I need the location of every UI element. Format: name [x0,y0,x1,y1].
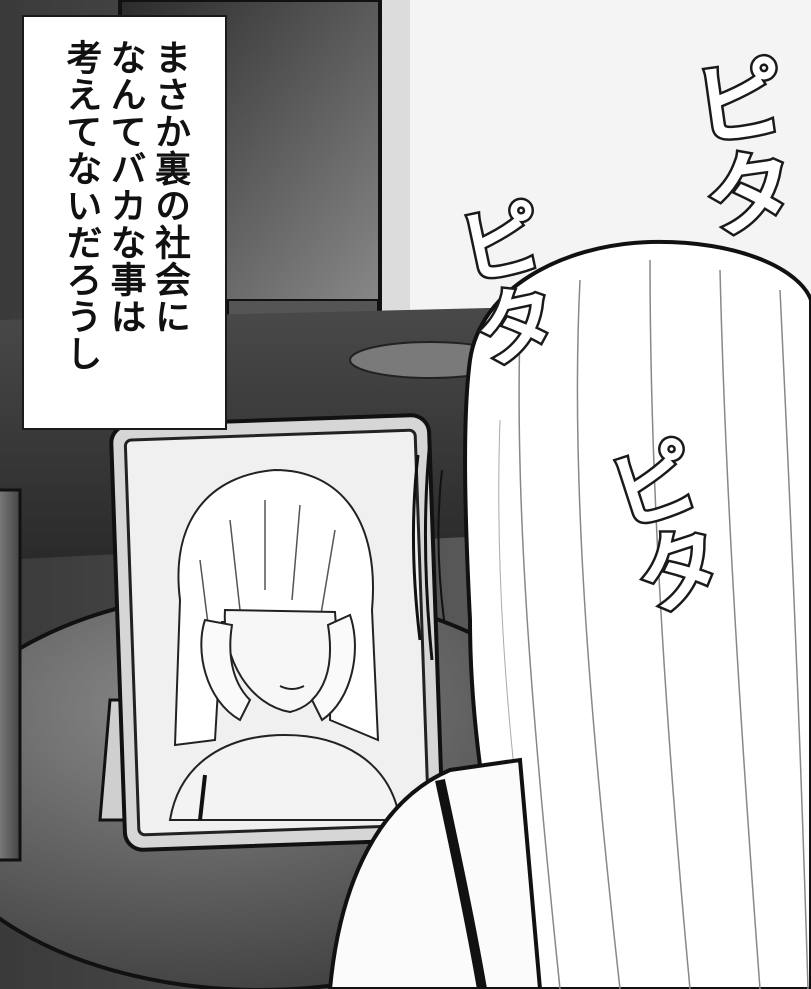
cylinder-object [0,488,22,862]
sound-effect-pita: ピタ [668,46,805,248]
caption-line: まさか裏の社会に [148,39,190,335]
strap [435,778,487,989]
caption-line: なんてバカな事は [104,39,146,335]
mirror [109,413,445,852]
girl-shoulder [327,757,543,989]
caption-line: 考えてないだろうし [60,39,102,372]
narration-caption-box: まさか裏の社会に なんてバカな事は 考えてないだろうし [22,15,227,430]
